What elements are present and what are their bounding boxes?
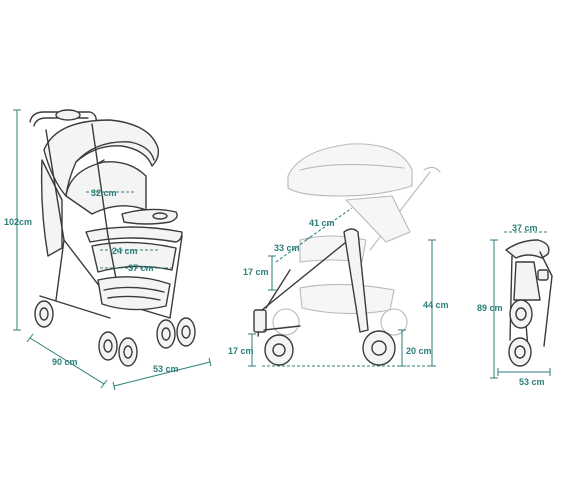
side-front-wheel-label: 17 cm [228, 346, 254, 356]
side-view-dimensions [248, 207, 436, 367]
side-seat-height-label: 44 cm [423, 300, 449, 310]
side-footrest-label: 17 cm [243, 267, 269, 277]
front-seat-width-label: 24 cm [112, 246, 138, 256]
front-height-label: 102cm [4, 217, 33, 227]
folded-depth-label: 37 cm [512, 223, 538, 233]
front-basket-width-label: 37 cm [128, 263, 154, 273]
folded-width-label: 53 cm [519, 377, 545, 387]
side-backrest-label: 41 cm [309, 218, 335, 228]
front-seat-depth-label: 32 cm [91, 188, 117, 198]
folded-height-label: 89 cm [477, 303, 503, 313]
front-width-label: 53 cm [153, 364, 179, 374]
front-view-dimensions [13, 109, 212, 391]
side-seat-label: 33 cm [274, 243, 300, 253]
front-view-stroller [29, 109, 196, 367]
side-rear-wheel-label: 20 cm [406, 346, 432, 356]
front-length-label: 90 cm [52, 357, 78, 367]
folded-dimensions [490, 231, 551, 379]
side-view-stroller [253, 143, 441, 366]
folded-stroller [505, 239, 553, 367]
